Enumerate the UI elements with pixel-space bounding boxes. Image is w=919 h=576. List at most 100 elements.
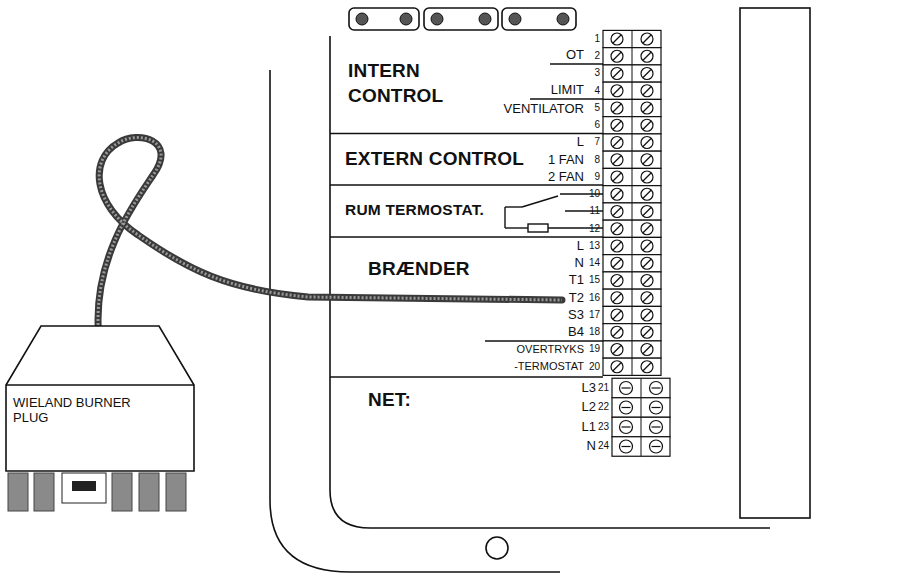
screw-slot xyxy=(643,208,651,216)
terminal-divider xyxy=(641,398,642,418)
terminal-screw xyxy=(611,137,623,149)
cable-gland-plate xyxy=(424,8,498,30)
screw-slot xyxy=(652,446,661,447)
terminal-number: 18 xyxy=(589,326,600,338)
terminal-number: 24 xyxy=(598,440,609,452)
terminal-screw xyxy=(611,171,623,183)
signal-name: L xyxy=(577,134,584,150)
terminal-number: 16 xyxy=(589,292,600,304)
terminal-divider xyxy=(632,151,633,168)
signal-name: T1 xyxy=(569,272,584,288)
plug-edge xyxy=(6,384,194,385)
gland xyxy=(400,13,412,25)
screw-slot xyxy=(643,242,651,250)
terminal-block xyxy=(603,289,661,306)
terminal-number: 22 xyxy=(598,401,609,413)
plug-label: WIELAND BURNER PLUG xyxy=(13,395,133,425)
terminal-divider xyxy=(641,378,642,398)
terminal-screw xyxy=(611,188,623,200)
signal-name: L3 xyxy=(582,380,596,396)
terminal-block xyxy=(612,398,670,418)
terminal-screw xyxy=(641,275,653,287)
terminal-block xyxy=(612,437,670,457)
screw-slot xyxy=(622,387,631,388)
screw-slot xyxy=(613,104,621,112)
terminal-number: 19 xyxy=(589,343,600,355)
screw-slot xyxy=(622,446,631,447)
gland xyxy=(356,13,368,25)
cable-gland-plate xyxy=(502,8,576,30)
terminal-screw xyxy=(611,154,623,166)
section-heading: INTERN CONTROL xyxy=(348,58,460,108)
screw-slot xyxy=(643,156,651,164)
terminal-screw xyxy=(641,240,653,252)
divider-line xyxy=(330,236,603,237)
terminal-block xyxy=(603,237,661,254)
terminal-screw xyxy=(641,344,653,356)
section-heading: BRÆNDER xyxy=(368,258,470,281)
terminal-number: 11 xyxy=(590,205,600,217)
terminal-divider xyxy=(641,437,642,457)
terminal-screw xyxy=(620,440,633,453)
signal-name: N xyxy=(575,255,584,271)
terminal-number: 6 xyxy=(594,119,600,131)
terminal-divider xyxy=(632,237,633,254)
signal-name: T2 xyxy=(569,290,584,306)
screw-slot xyxy=(643,52,651,60)
terminal-block xyxy=(603,99,661,116)
terminal-screw xyxy=(641,223,653,235)
screw-slot xyxy=(613,87,621,95)
terminal-divider xyxy=(632,306,633,323)
signal-name: N xyxy=(587,438,596,454)
screw-slot xyxy=(643,173,651,181)
screw-slot xyxy=(613,259,621,267)
screw-slot xyxy=(613,363,621,371)
cable-texture xyxy=(98,138,562,325)
terminal-divider xyxy=(641,417,642,437)
screw-slot xyxy=(643,277,651,285)
cable-gland-plate xyxy=(349,8,419,30)
divider-line xyxy=(330,376,603,377)
divider-line xyxy=(530,98,603,99)
terminal-screw xyxy=(611,102,623,114)
terminal-screw xyxy=(611,119,623,131)
screw-slot xyxy=(643,259,651,267)
terminal-screw xyxy=(641,33,653,45)
screw-slot xyxy=(613,346,621,354)
plug-pins xyxy=(8,473,186,511)
screw-slot xyxy=(643,363,651,371)
signal-name: 2 FAN xyxy=(548,169,584,185)
signal-name: OVERTRYKS xyxy=(517,343,584,356)
signal-name: S3 xyxy=(568,307,584,323)
screw-slot xyxy=(613,311,621,319)
gland xyxy=(479,13,491,25)
screw-slot xyxy=(643,70,651,78)
terminal-screw xyxy=(641,85,653,97)
terminal-screw xyxy=(620,421,633,434)
screw-slot xyxy=(613,52,621,60)
gland xyxy=(431,13,443,25)
terminal-number: 7 xyxy=(594,136,600,148)
divider-line xyxy=(550,63,603,64)
terminal-screw xyxy=(641,50,653,62)
terminal-divider xyxy=(632,289,633,306)
terminal-screw xyxy=(620,382,633,395)
terminal-divider xyxy=(632,324,633,341)
section-heading: EXTERN CONTROL xyxy=(345,148,524,171)
screw-slot xyxy=(643,121,651,129)
terminal-screw xyxy=(611,206,623,218)
terminal-divider xyxy=(632,186,633,203)
terminal-screw xyxy=(611,257,623,269)
terminal-screw xyxy=(611,361,623,373)
terminal-number: 3 xyxy=(594,67,600,79)
terminal-screw xyxy=(641,257,653,269)
terminal-number: 23 xyxy=(598,421,609,433)
terminal-block xyxy=(603,117,661,134)
screw-slot xyxy=(652,387,661,388)
terminal-screw xyxy=(611,275,623,287)
terminal-number: 8 xyxy=(594,154,600,166)
terminal-divider xyxy=(632,65,633,82)
screw-slot xyxy=(643,139,651,147)
